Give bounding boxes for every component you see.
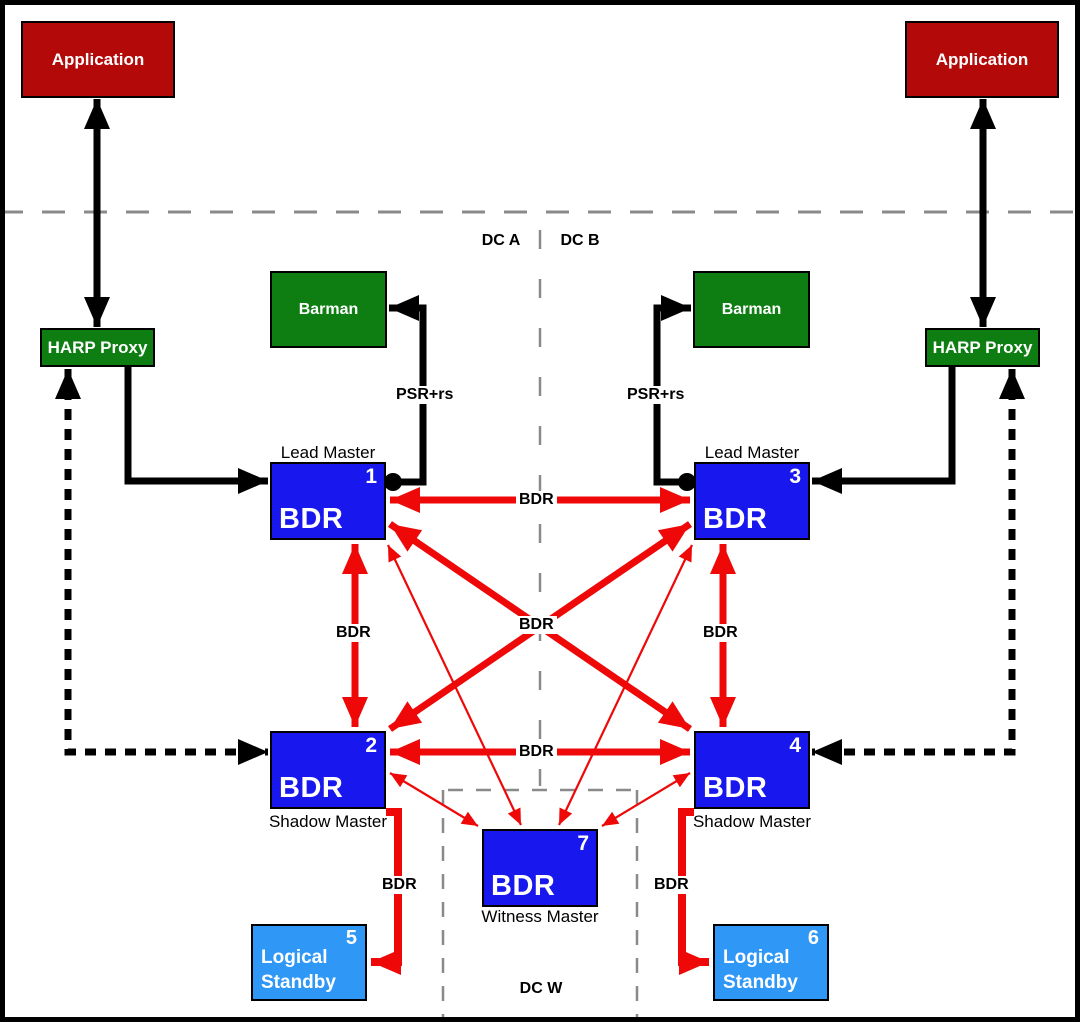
node-name: BDR — [703, 772, 768, 804]
node3-tap-dot — [678, 473, 696, 491]
witness-link-2-7 — [389, 772, 479, 827]
witness-link-4-7 — [601, 772, 691, 827]
node-name: BDR — [279, 772, 344, 804]
barman-box-left: Barman — [270, 271, 387, 348]
edge-label-bdr-standby6: BDR — [651, 876, 692, 894]
edge-label-psr-left: PSR+rs — [393, 386, 457, 404]
dashed-arrow-harp-right-node4 — [812, 369, 1025, 765]
node-number: 7 — [577, 832, 589, 855]
node-number: 4 — [789, 734, 801, 757]
edge-label-bdr-standby5: BDR — [379, 876, 420, 894]
region-label-dc-b: DC B — [560, 232, 600, 249]
application-box-left: Application — [21, 21, 175, 98]
barman-box-right: Barman — [693, 271, 810, 348]
edge-label-psr-right: PSR+rs — [624, 386, 688, 404]
application-label: Application — [935, 49, 1029, 69]
node-number: 2 — [365, 734, 377, 757]
bdr-node-7-witness: 7 BDR — [482, 829, 598, 907]
arrow-harp-right-to-node3 — [812, 367, 956, 494]
edge-label-bdr-2-4: BDR — [516, 743, 557, 761]
role-label-shadow-master-2: Shadow Master — [268, 812, 388, 831]
role-label-shadow-master-4: Shadow Master — [692, 812, 812, 831]
harp-proxy-label: HARP Proxy — [932, 337, 1033, 357]
witness-link-3-7 — [558, 544, 693, 826]
barman-label: Barman — [721, 300, 782, 318]
bdr-node-3: 3 BDR — [694, 462, 810, 540]
standby-label: Logical Standby — [261, 947, 336, 993]
node-name: BDR — [703, 503, 768, 535]
harp-proxy-label: HARP Proxy — [47, 337, 148, 357]
harp-proxy-box-left: HARP Proxy — [40, 328, 155, 367]
node-name: BDR — [279, 503, 344, 535]
role-label-lead-master-1: Lead Master — [280, 443, 376, 462]
role-label-lead-master-3: Lead Master — [704, 443, 800, 462]
barman-label: Barman — [298, 300, 359, 318]
node-number: 3 — [789, 465, 801, 488]
region-label-dc-a: DC A — [481, 232, 521, 249]
edge-label-bdr-diagonals: BDR — [516, 616, 557, 634]
application-label: Application — [51, 49, 145, 69]
logical-standby-6: 6 Logical Standby — [713, 924, 829, 1001]
logical-standby-5: 5 Logical Standby — [251, 924, 367, 1001]
edge-label-bdr-3-4: BDR — [700, 624, 741, 642]
application-box-right: Application — [905, 21, 1059, 98]
harp-proxy-box-right: HARP Proxy — [925, 328, 1040, 367]
witness-link-1-7 — [387, 544, 522, 826]
region-label-dc-w: DC W — [519, 980, 563, 997]
bdr-node-1: 1 BDR — [270, 462, 386, 540]
arrow-harp-left-to-node1 — [124, 367, 268, 494]
bdr-node-2: 2 BDR — [270, 731, 386, 809]
edge-label-bdr-1-2: BDR — [333, 624, 374, 642]
dashed-arrow-harp-left-node2 — [55, 369, 268, 765]
node-number: 6 — [807, 927, 819, 949]
node-number: 5 — [345, 927, 357, 949]
node1-tap-dot — [384, 473, 402, 491]
edge-label-bdr-1-3: BDR — [516, 491, 557, 509]
node-name: BDR — [491, 870, 556, 902]
bdr-node-4: 4 BDR — [694, 731, 810, 809]
standby-label: Logical Standby — [723, 947, 798, 993]
role-label-witness-master: Witness Master — [481, 907, 599, 926]
node-number: 1 — [365, 465, 377, 488]
